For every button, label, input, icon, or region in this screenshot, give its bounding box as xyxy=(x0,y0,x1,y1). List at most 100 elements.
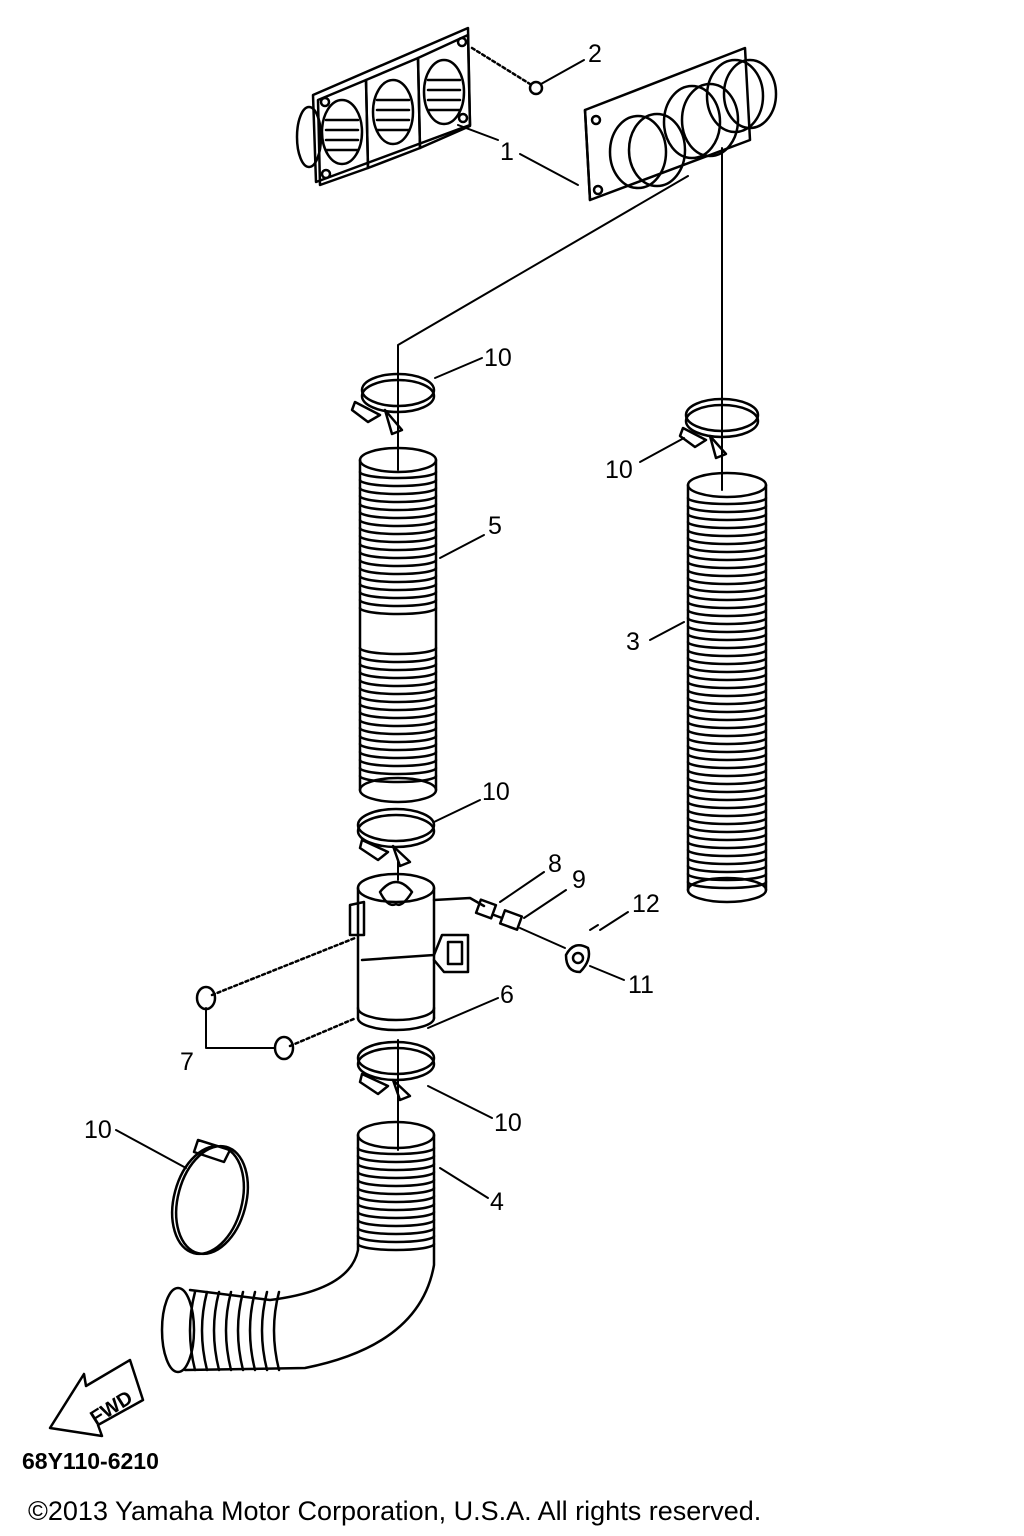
hose-rib xyxy=(686,576,768,586)
hose-rib xyxy=(686,736,768,746)
hose-rib xyxy=(358,766,438,776)
hose-rib xyxy=(358,566,438,576)
hose-rib xyxy=(686,584,768,594)
hose-rib xyxy=(358,726,438,736)
hose-rib xyxy=(686,864,768,874)
hose-rib xyxy=(358,646,438,656)
hose-rib xyxy=(358,574,438,584)
hose-rib xyxy=(686,664,768,674)
hose-rib xyxy=(358,470,438,480)
hose-rib xyxy=(358,510,438,520)
hose-rib xyxy=(356,1154,436,1164)
intake-grille-left xyxy=(295,26,472,187)
hose-rib xyxy=(260,1290,269,1372)
hose-rib xyxy=(358,494,438,504)
callout-1: 1 xyxy=(500,138,514,166)
callout-12: 12 xyxy=(632,890,660,918)
hose-rib xyxy=(358,750,438,760)
hose-rib xyxy=(686,592,768,602)
callout-3: 3 xyxy=(626,628,640,656)
hose-rib xyxy=(358,502,438,512)
hose-rib xyxy=(686,808,768,818)
callout-10: 10 xyxy=(84,1116,112,1144)
hose-rib xyxy=(686,704,768,714)
hose-rib xyxy=(356,1234,436,1244)
hose-rib xyxy=(686,792,768,802)
hose-rib xyxy=(686,856,768,866)
callout-9: 9 xyxy=(572,866,586,894)
hose-rib xyxy=(356,1178,436,1188)
hose-rib xyxy=(686,840,768,850)
hose-rib xyxy=(686,880,768,890)
hose-rib xyxy=(358,598,438,608)
screw xyxy=(195,936,357,1011)
hose-clamp xyxy=(350,372,436,436)
hose-rib xyxy=(686,696,768,706)
corrugated-hose-left xyxy=(358,446,438,804)
hose-rib xyxy=(356,1146,436,1156)
hose-rib xyxy=(358,542,438,552)
connector xyxy=(474,898,504,920)
hose-rib xyxy=(686,536,768,546)
hose-rib xyxy=(356,1170,436,1180)
hose-rib xyxy=(358,558,438,568)
hose-rib xyxy=(686,568,768,578)
hose-rib xyxy=(356,1194,436,1204)
clip-screw xyxy=(589,924,599,931)
hose-rib xyxy=(358,670,438,680)
forward-arrow: FWD xyxy=(48,1358,145,1438)
hose-clamp xyxy=(356,1040,436,1102)
hose-rib xyxy=(686,728,768,738)
hose-rib xyxy=(356,1162,436,1172)
hose-rib xyxy=(356,1210,436,1220)
screw xyxy=(470,46,585,96)
diagram-code: 68Y110-6210 xyxy=(22,1448,159,1474)
callout-labels: 1 2 3 4 5 6 7 8 9 10 10 10 10 10 11 12 xyxy=(84,40,660,1216)
hose-rib xyxy=(358,742,438,752)
connector xyxy=(498,909,566,949)
elbow-hose xyxy=(160,1120,436,1374)
hose-rib xyxy=(236,1290,245,1372)
hose-rib xyxy=(686,544,768,554)
screw xyxy=(273,1016,358,1061)
hose-rib xyxy=(686,680,768,690)
hose-rib xyxy=(358,774,438,784)
hose-rib xyxy=(686,560,768,570)
hose-clamp xyxy=(356,807,436,868)
hose-rib xyxy=(686,600,768,610)
hose-rib xyxy=(358,718,438,728)
hose-rib xyxy=(686,496,768,506)
hose-rib xyxy=(358,518,438,528)
hose-rib xyxy=(686,632,768,642)
retaining-clip xyxy=(564,943,591,974)
hose-rib xyxy=(686,760,768,770)
hose-rib xyxy=(686,744,768,754)
hose-rib xyxy=(212,1290,221,1372)
hose-rib xyxy=(686,800,768,810)
corrugated-hose-right xyxy=(686,471,768,904)
hose-rib xyxy=(358,686,438,696)
callout-6: 6 xyxy=(500,981,514,1009)
hose-rib xyxy=(686,608,768,618)
hose-rib xyxy=(686,640,768,650)
hose-rib xyxy=(358,678,438,688)
band-clamp xyxy=(170,1138,250,1256)
hose-rib xyxy=(686,648,768,658)
hose-rib xyxy=(356,1242,436,1252)
hose-rib xyxy=(356,1226,436,1236)
hose-rib xyxy=(686,504,768,514)
callout-10: 10 xyxy=(482,778,510,806)
hose-rib xyxy=(356,1202,436,1212)
sensor-housing xyxy=(348,872,486,1032)
hose-clamp xyxy=(678,397,760,460)
hose-rib xyxy=(358,702,438,712)
hose-rib xyxy=(358,694,438,704)
hose-rib xyxy=(686,712,768,722)
callout-2: 2 xyxy=(588,40,602,68)
hose-rib xyxy=(358,550,438,560)
hose-rib xyxy=(686,672,768,682)
hose-rib xyxy=(686,520,768,530)
hose-rib xyxy=(686,824,768,834)
duct-flange-right xyxy=(583,46,778,202)
hose-rib xyxy=(188,1290,197,1372)
